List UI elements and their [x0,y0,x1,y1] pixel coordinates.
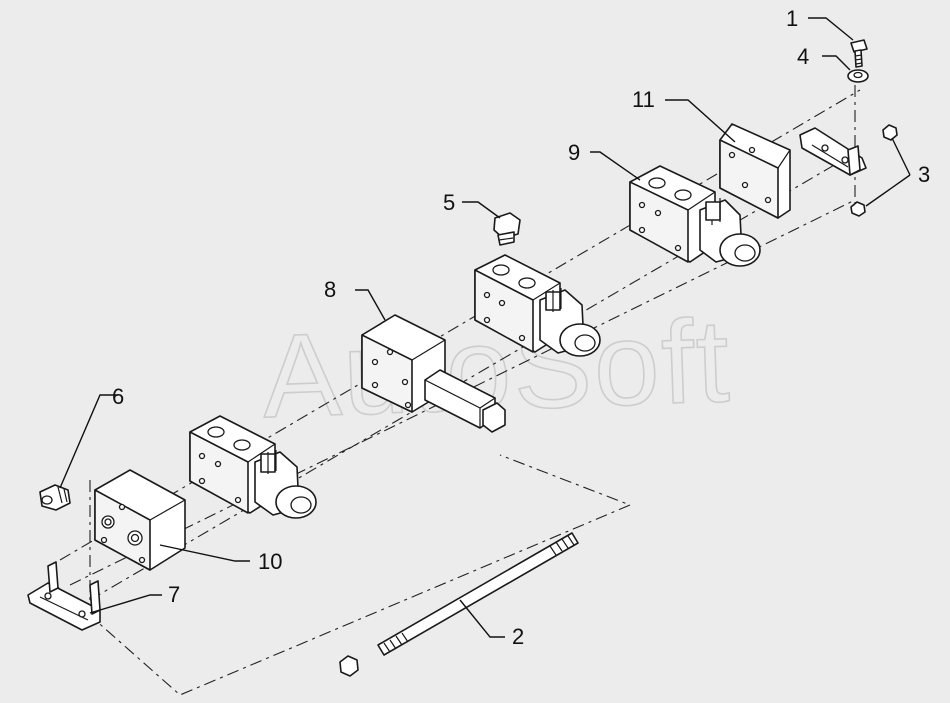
part-4-washer [847,69,869,83]
leader-lines [59,17,911,638]
callout-2: 2 [512,624,524,649]
tie-rod-frame-outline [49,454,632,696]
callout-5: 5 [443,190,455,215]
part-2-tie-rod [339,532,579,677]
callout-labels: 1 2 3 4 5 6 7 8 9 10 11 [112,6,930,649]
upper-mounting-bracket [799,127,867,176]
callout-3: 3 [918,162,930,187]
callout-11: 11 [632,87,655,112]
callout-10: 10 [258,549,282,574]
callout-8: 8 [324,277,336,302]
part-3-nuts [850,124,898,217]
callout-6: 6 [112,384,124,409]
middle-solenoid-valve [474,254,601,357]
left-solenoid-valve [189,415,317,519]
callout-9: 9 [568,140,580,165]
callout-1: 1 [786,6,798,31]
part-6-fitting [39,484,71,511]
part-1-bolt [850,39,868,68]
part-8-manual-valve [361,314,506,433]
part-5-fitting [493,212,521,246]
part-9-solenoid-valve [629,165,761,267]
part-7-foot-bracket [27,561,101,631]
callout-4: 4 [797,44,809,69]
callout-7: 7 [168,582,180,607]
part-10-inlet-block [94,469,186,571]
part-11-end-cover [719,123,791,219]
